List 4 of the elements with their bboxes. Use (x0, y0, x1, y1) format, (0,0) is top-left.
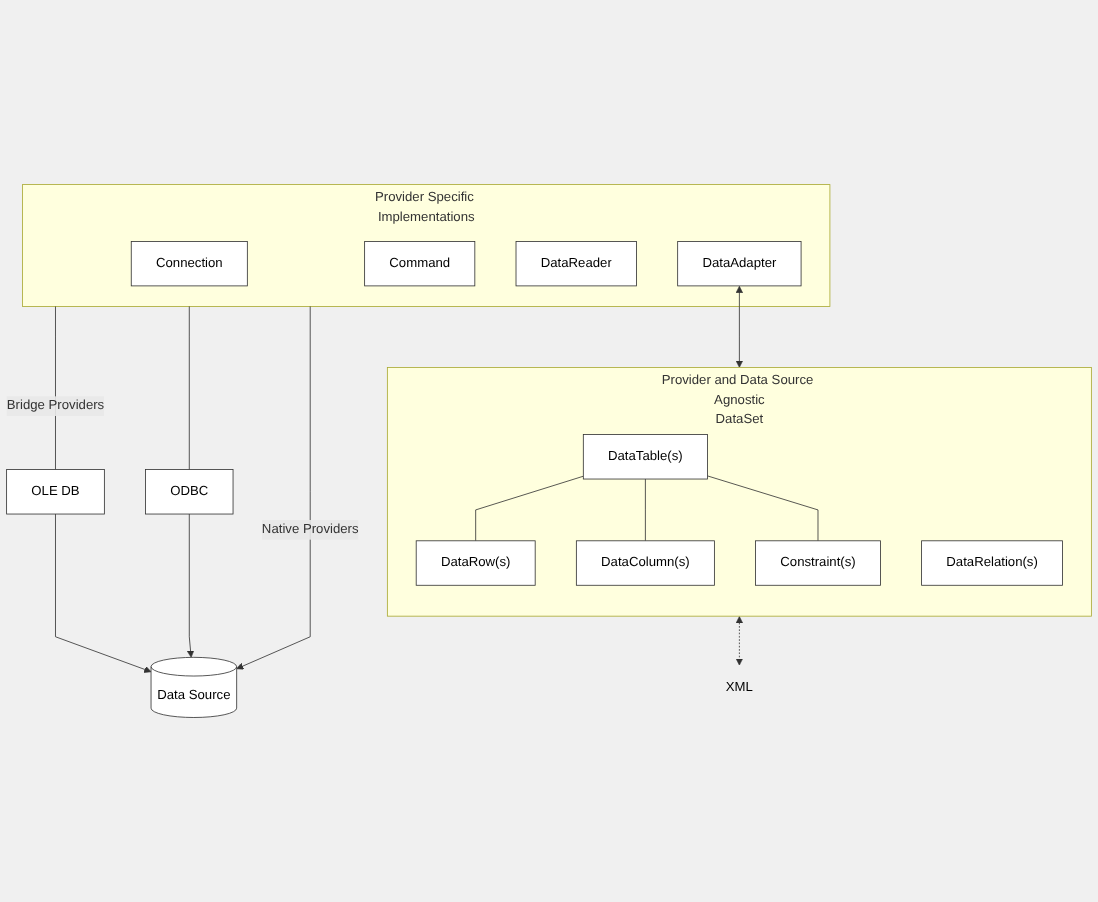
connector (475, 475, 584, 542)
connector (644, 478, 646, 542)
connector (707, 475, 819, 542)
connector (188, 306, 190, 470)
